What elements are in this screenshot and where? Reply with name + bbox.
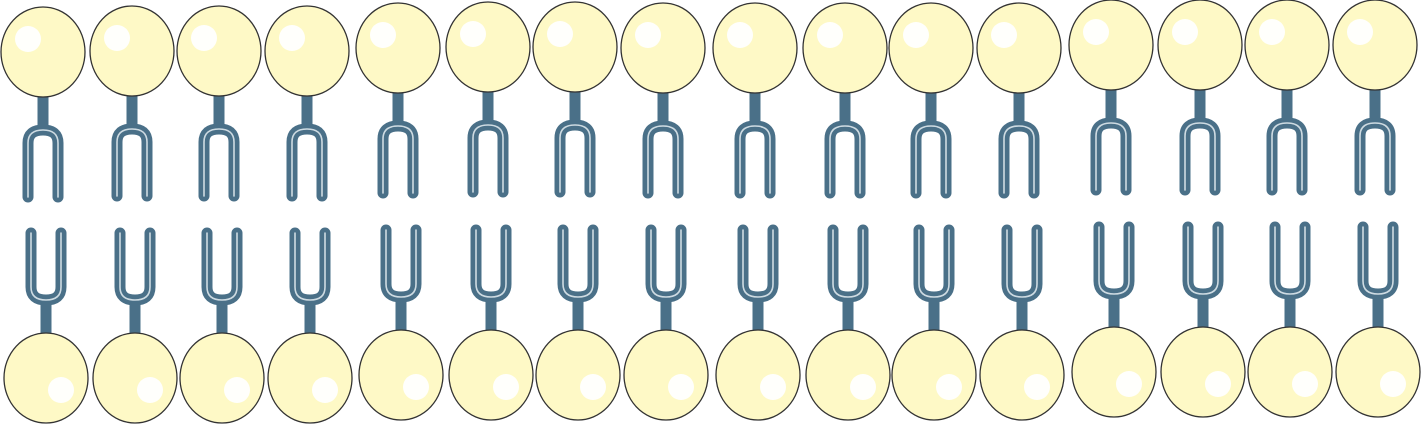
phosphate-head [264, 5, 350, 97]
phosphate-head [976, 2, 1062, 94]
fatty-acid-tails [1001, 224, 1043, 339]
fatty-acid-tails [467, 83, 509, 198]
phospholipid-upper-4 [264, 5, 350, 202]
phospholipid-lower-1 [3, 227, 89, 424]
fatty-acid-tails [1357, 221, 1399, 336]
fatty-acid-tails [998, 84, 1040, 199]
phosphate-head [355, 2, 441, 94]
phosphate-head [979, 329, 1065, 421]
phosphate-head [92, 332, 178, 424]
phospholipid-upper-1 [0, 6, 86, 203]
phospholipid-lower-16 [1335, 221, 1421, 418]
fatty-acid-tails [737, 224, 779, 339]
phosphate-head [1335, 326, 1421, 418]
fatty-acid-tails [554, 83, 596, 198]
phosphate-head [623, 329, 709, 421]
phospholipid-lower-14 [1160, 221, 1246, 418]
phosphate-head [620, 2, 706, 94]
phospholipid-upper-3 [176, 5, 262, 202]
phospholipid-upper-12 [976, 2, 1062, 199]
phospholipid-upper-13 [1068, 0, 1154, 196]
phospholipid-upper-15 [1244, 0, 1330, 196]
phospholipid-lower-2 [92, 227, 178, 424]
fatty-acid-tails [1269, 221, 1311, 336]
phosphate-head [715, 329, 801, 421]
phospholipid-lower-3 [179, 227, 265, 424]
phospholipid-upper-9 [712, 2, 798, 199]
phospholipid-lower-13 [1071, 221, 1157, 418]
fatty-acid-tails [1354, 81, 1396, 196]
phospholipid-upper-10 [802, 2, 888, 199]
lower-leaflet [3, 221, 1421, 424]
fatty-acid-tails [734, 84, 776, 199]
phospholipid-upper-16 [1332, 0, 1418, 196]
fatty-acid-tails [1090, 81, 1132, 196]
phosphate-head [712, 2, 798, 94]
fatty-acid-tails [913, 224, 955, 339]
fatty-acid-tails [910, 84, 952, 199]
phospholipid-upper-2 [89, 5, 175, 202]
phosphate-head [3, 332, 89, 424]
phosphate-head [1160, 326, 1246, 418]
phospholipid-lower-11 [891, 224, 977, 421]
phospholipid-upper-7 [532, 1, 618, 198]
phosphate-head [89, 5, 175, 97]
upper-leaflet [0, 0, 1418, 203]
phospholipid-lower-6 [448, 224, 534, 421]
phosphate-head [445, 1, 531, 93]
phospholipid-lower-8 [623, 224, 709, 421]
phospholipid-lower-7 [535, 224, 621, 421]
fatty-acid-tails [289, 227, 331, 342]
phosphate-head [176, 5, 262, 97]
phosphate-head [532, 1, 618, 93]
phospholipid-lower-4 [267, 227, 353, 424]
fatty-acid-tails [22, 88, 64, 203]
phospholipid-lower-9 [715, 224, 801, 421]
phospholipid-upper-14 [1157, 0, 1243, 196]
fatty-acid-tails [377, 84, 419, 199]
fatty-acid-tails [198, 87, 240, 202]
phosphate-head [448, 329, 534, 421]
phospholipid-lower-10 [805, 224, 891, 421]
phospholipid-lower-15 [1247, 221, 1333, 418]
fatty-acid-tails [380, 224, 422, 339]
fatty-acid-tails [642, 84, 684, 199]
phosphate-head [0, 6, 86, 98]
phospholipid-upper-5 [355, 2, 441, 199]
fatty-acid-tails [201, 227, 243, 342]
phosphate-head [358, 329, 444, 421]
phosphate-head [1071, 326, 1157, 418]
fatty-acid-tails [286, 87, 328, 202]
phospholipid-upper-8 [620, 2, 706, 199]
fatty-acid-tails [111, 87, 153, 202]
phosphate-head [1068, 0, 1154, 91]
phospholipid-lower-12 [979, 224, 1065, 421]
fatty-acid-tails [827, 224, 869, 339]
phosphate-head [1244, 0, 1330, 91]
phosphate-head [805, 329, 891, 421]
phospholipid-upper-6 [445, 1, 531, 198]
fatty-acid-tails [25, 227, 67, 342]
phosphate-head [179, 332, 265, 424]
fatty-acid-tails [557, 224, 599, 339]
phosphate-head [1157, 0, 1243, 91]
fatty-acid-tails [470, 224, 512, 339]
phosphate-head [1332, 0, 1418, 91]
phosphate-head [888, 2, 974, 94]
phosphate-head [1247, 326, 1333, 418]
fatty-acid-tails [1182, 221, 1224, 336]
phosphate-head [802, 2, 888, 94]
phospholipid-upper-11 [888, 2, 974, 199]
fatty-acid-tails [1093, 221, 1135, 336]
phosphate-head [891, 329, 977, 421]
phosphate-head [267, 332, 353, 424]
fatty-acid-tails [824, 84, 866, 199]
phosphate-head [535, 329, 621, 421]
fatty-acid-tails [114, 227, 156, 342]
phospholipid-lower-5 [358, 224, 444, 421]
fatty-acid-tails [645, 224, 687, 339]
fatty-acid-tails [1266, 81, 1308, 196]
fatty-acid-tails [1179, 81, 1221, 196]
